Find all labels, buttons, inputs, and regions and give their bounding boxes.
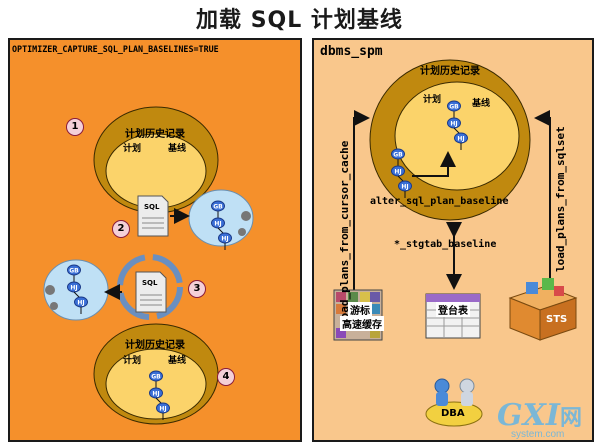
cursor-cache-label-line2: 高速缓存 <box>340 316 384 331</box>
stgtab-baseline-label: *_stgtab_baseline <box>394 239 497 250</box>
gb-node: GB <box>67 264 81 276</box>
sts-box-icon <box>508 278 578 341</box>
svg-text:HJ: HJ <box>450 121 457 128</box>
svg-text:HJ: HJ <box>394 169 401 176</box>
plan-label-top: 计划 <box>123 144 142 154</box>
cursor-cache-label-line1: 游标 <box>348 302 372 317</box>
plan-label-bottom: 计划 <box>123 356 142 366</box>
plan-history-label-top: 计划历史记录 <box>125 129 185 140</box>
gear-icon <box>45 211 251 310</box>
sql-cycle-label: SQL <box>142 279 158 287</box>
step-1-badge: 1 <box>66 118 84 136</box>
svg-text:GB: GB <box>69 268 79 275</box>
capture-diagram: GB HJ HJ GB HJ HJ GB HJ HJ <box>43 106 254 425</box>
cursor-cache-icon <box>333 289 383 341</box>
svg-text:GB: GB <box>151 374 161 381</box>
staging-table-label: 登台表 <box>436 302 470 317</box>
svg-text:HJ: HJ <box>70 285 77 292</box>
svg-text:GB: GB <box>449 104 459 111</box>
watermark-brand: GXI <box>497 398 560 433</box>
dba-label: DBA <box>441 408 465 419</box>
svg-text:HJ: HJ <box>457 136 464 143</box>
dba-icon <box>425 378 483 427</box>
step-4-badge: 4 <box>217 368 235 386</box>
hj-node: HJ <box>67 281 81 293</box>
hj-node: HJ <box>211 217 225 229</box>
step-3-badge: 3 <box>188 280 206 298</box>
dbms-spm-diagram: GB HJ HJ GB HJ HJ <box>333 59 578 427</box>
baseline-label-bottom: 基线 <box>168 356 187 366</box>
hj-node: HJ <box>149 387 163 399</box>
hj-node-2: HJ <box>74 296 88 308</box>
svg-text:HJ: HJ <box>401 184 408 191</box>
svg-text:GB: GB <box>213 204 223 211</box>
hj-node-2: HJ <box>156 402 170 414</box>
package-name: dbms_spm <box>320 44 383 59</box>
hj-node: HJ <box>391 165 405 177</box>
capture-parameter: OPTIMIZER_CAPTURE_SQL_PLAN_BASELINES=TRU… <box>12 44 219 54</box>
watermark-suffix: 网 <box>559 405 582 431</box>
load-from-sqlset-label: load_plans_from_sqlset <box>554 126 567 272</box>
load-from-cursor-cache-label: load_plans_from_cursor_cache <box>338 140 351 326</box>
plan-history-label: 计划历史记录 <box>420 66 480 77</box>
sts-label: STS <box>546 314 568 325</box>
hj-node-2: HJ <box>218 232 232 244</box>
gb-node: GB <box>211 200 225 212</box>
baseline-label: 基线 <box>472 99 491 109</box>
gb-node: GB <box>391 148 405 160</box>
plan-label: 计划 <box>423 95 442 105</box>
sql-doc-label: SQL <box>144 203 160 211</box>
svg-text:GB: GB <box>393 152 403 159</box>
svg-text:HJ: HJ <box>159 406 166 413</box>
hj-node-2: HJ <box>454 132 468 144</box>
gb-node: GB <box>447 100 461 112</box>
step-2-badge: 2 <box>112 220 130 238</box>
watermark-site: system.com <box>511 429 565 440</box>
plan-history-label-bottom: 计划历史记录 <box>125 340 185 351</box>
hj-node: HJ <box>447 117 461 129</box>
svg-text:HJ: HJ <box>152 391 159 398</box>
svg-text:HJ: HJ <box>77 300 84 307</box>
site-watermark: GXI网 system.com <box>497 398 582 440</box>
baseline-label-top: 基线 <box>168 144 187 154</box>
svg-text:HJ: HJ <box>221 236 228 243</box>
svg-text:HJ: HJ <box>214 221 221 228</box>
gb-node: GB <box>149 370 163 382</box>
sql-document-icon <box>137 195 169 237</box>
page-title: 加载 SQL 计划基线 <box>196 8 403 33</box>
plan-history-ring-top <box>93 106 219 214</box>
alter-baseline-label: alter_sql_plan_baseline <box>370 196 509 207</box>
sql-cycle-icon <box>117 254 183 320</box>
capture-panel: GB HJ HJ GB HJ HJ GB HJ HJ OPTIMIZER_CAPTURE_SQL… <box>8 38 302 442</box>
hj-node-2: HJ <box>398 180 412 192</box>
dbms-spm-panel: GB HJ HJ GB HJ HJ dbms_spm 计划历史记录 计划 基线 alter… <box>312 38 594 442</box>
